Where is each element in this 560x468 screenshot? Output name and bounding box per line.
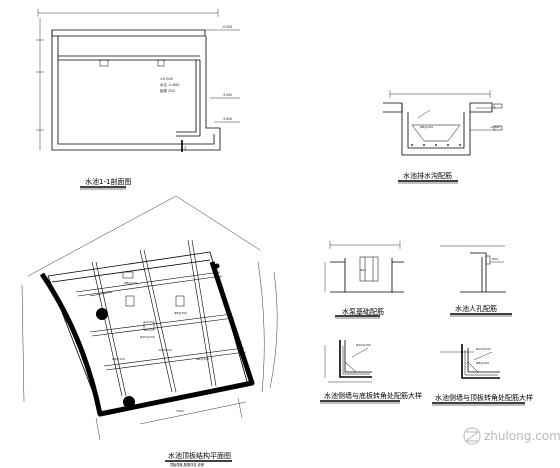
svg-text:Φ10@150: Φ10@150: [140, 335, 155, 339]
detail-wall-roof-corner: Φ10@150 Φ8@200 水池侧墙与顶板转角处配筋大样: [432, 344, 533, 406]
detail-d-title: 水池侧墙与顶板转角处配筋大样: [435, 393, 533, 402]
svg-text:Φ8@150: Φ8@150: [174, 311, 187, 315]
svg-text:Φ10@150: Φ10@150: [356, 343, 371, 347]
svg-text:Φ10@150: Φ10@150: [476, 347, 491, 351]
svg-text:Φ8@150: Φ8@150: [196, 357, 209, 361]
svg-text:Φ12: Φ12: [360, 268, 366, 272]
svg-text:4000: 4000: [64, 319, 72, 323]
detail-a-title: 水泵基础配筋: [342, 307, 384, 316]
svg-text:-0.300: -0.300: [490, 125, 500, 129]
drain-trench-title: 水池排水沟配筋: [403, 171, 452, 180]
roof-plan-subtitle: 顶板厚度,配筋详见 说明: [170, 462, 204, 467]
svg-text:Φ8@200: Φ8@200: [476, 361, 489, 365]
svg-text:-3.050: -3.050: [222, 93, 232, 97]
watermark: zhulong.com: [463, 427, 560, 445]
svg-text:Φ8@150: Φ8@150: [124, 281, 137, 285]
svg-text:水位 -0.800: 水位 -0.800: [160, 82, 179, 87]
drain-trench-detail: Φ8@200 -0.300 水池排水沟配筋: [383, 90, 503, 184]
svg-text:Φ8@200: Φ8@200: [420, 125, 433, 129]
svg-text:Φ10: Φ10: [492, 257, 498, 261]
svg-text:板厚 250: 板厚 250: [160, 88, 175, 93]
roof-plan-title: 水池顶板结构平面图: [168, 451, 231, 460]
roof-structure-plan: Φ8@150 Φ8@150 Φ10@150 Φ8@150 Φ8@150 3500…: [21, 195, 278, 467]
detail-pump-foundation: Φ12 水泵基础配筋: [324, 241, 404, 319]
svg-text:2: 2: [184, 146, 187, 151]
svg-text:-0.050: -0.050: [222, 25, 232, 29]
svg-text:Φ8@150: Φ8@150: [112, 357, 125, 361]
detail-b-title: 水池人孔配筋: [455, 304, 497, 313]
zhulong-logo-icon: [463, 427, 481, 445]
detail-c-title: 水池侧墙与底板转角处配筋大样: [324, 391, 422, 400]
svg-text:-3.650: -3.650: [222, 117, 232, 121]
detail-wall-floor-corner: Φ10@150 水池侧墙与底板转角处配筋大样: [320, 340, 422, 404]
svg-text:±0.000: ±0.000: [160, 77, 173, 81]
section-1-1-drawing: ±0.000 水位 -0.800 板厚 250 -0.050 -3.050 -3…: [36, 9, 240, 190]
detail-manhole: Φ10 水池人孔配筋: [440, 245, 512, 317]
svg-text:3500: 3500: [176, 409, 184, 413]
watermark-text: zhulong.com: [484, 429, 560, 443]
section-1-1-title: 水池1-1剖面图: [85, 177, 131, 186]
